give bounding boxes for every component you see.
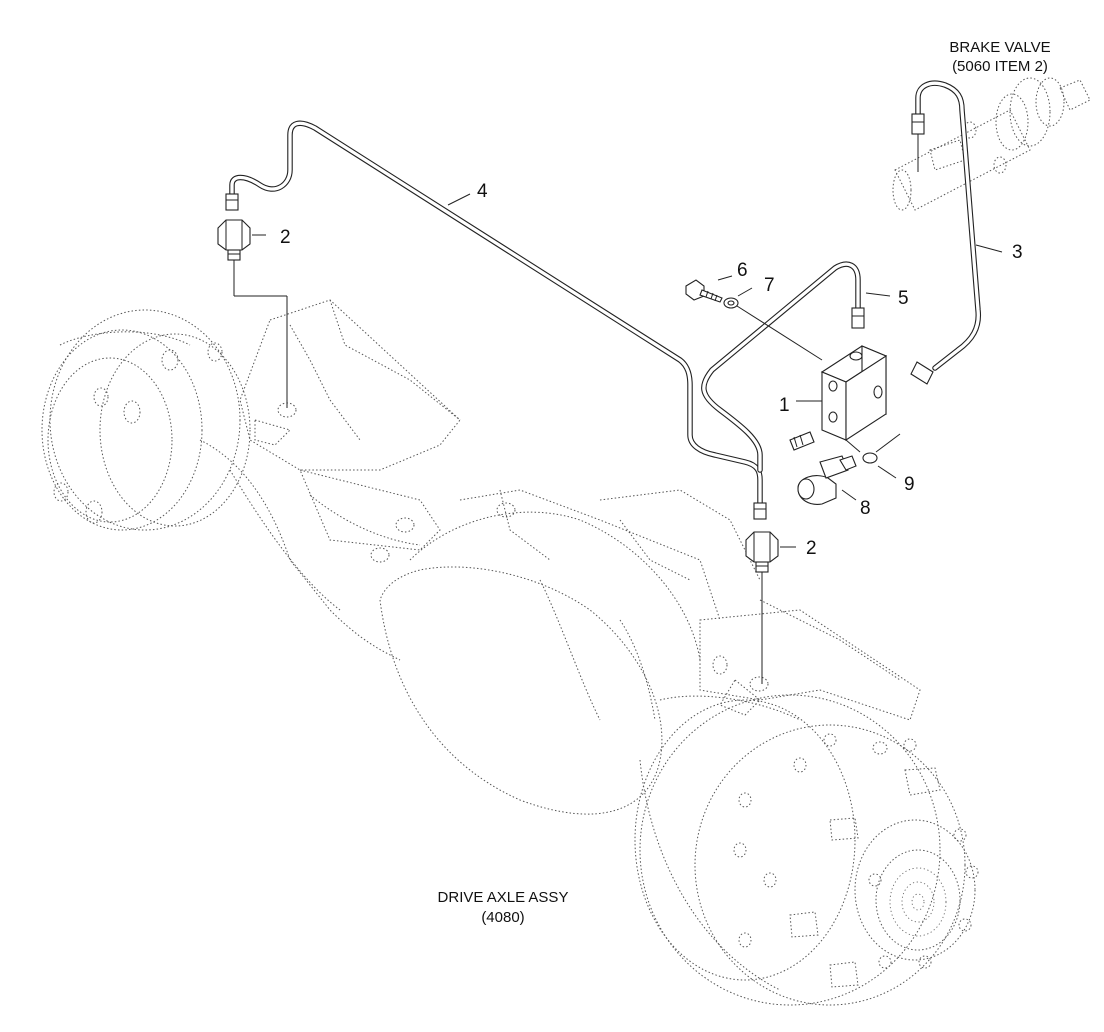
callout-6: 6 (737, 260, 748, 281)
brake-pipe-5 (701, 261, 865, 473)
callout-2-right: 2 (806, 538, 817, 559)
fitting-2-left (217, 219, 251, 261)
brake-valve (892, 77, 1091, 211)
callout-3: 3 (1012, 242, 1023, 263)
left-wheel-hub (41, 309, 251, 531)
brake-pipe-4 (225, 120, 767, 520)
o-ring-9 (862, 452, 878, 464)
drive-axle-caption-line1: DRIVE AXLE ASSY (438, 889, 569, 906)
drive-axle-caption-line2: (4080) (481, 909, 524, 926)
left-axle-bracket (239, 299, 461, 471)
washer-7 (723, 297, 739, 309)
fitting-2-right (745, 531, 779, 573)
callout-2-left: 2 (280, 227, 291, 248)
axle-housing (199, 439, 761, 815)
callout-5: 5 (898, 288, 909, 309)
hub-studs (733, 733, 979, 988)
switch-8 (789, 431, 857, 505)
right-axle-bracket (699, 599, 921, 721)
brake-valve-caption-line2: (5060 ITEM 2) (952, 58, 1048, 75)
callout-9: 9 (904, 474, 915, 495)
callout-8: 8 (860, 498, 871, 519)
callout-4: 4 (477, 181, 488, 202)
brake-pipe-3 (910, 80, 982, 385)
valve-block (820, 345, 888, 442)
leader-lines (233, 193, 1003, 684)
bolt-6 (685, 279, 723, 303)
right-wheel-hub (634, 694, 979, 1006)
callout-7: 7 (764, 275, 775, 296)
brake-valve-caption-line1: BRAKE VALVE (949, 39, 1050, 56)
drive-axle-assembly (41, 299, 979, 1006)
callout-1: 1 (779, 395, 790, 416)
